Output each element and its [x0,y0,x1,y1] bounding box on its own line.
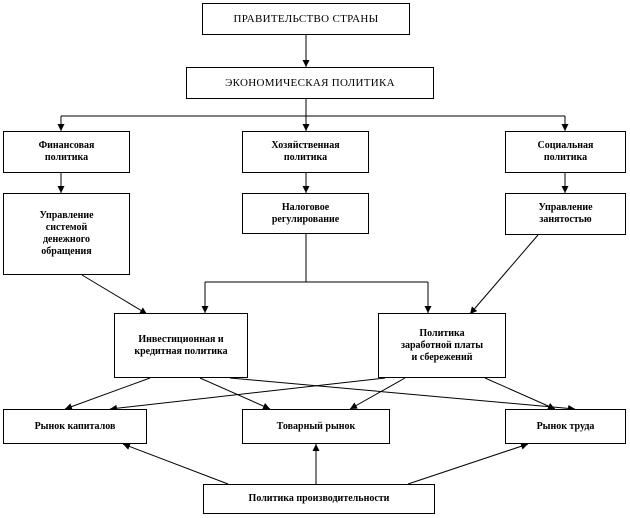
node-tax-regulation: Налоговое регулирование [242,193,369,234]
node-labor-market-label: Рынок труда [536,420,595,432]
node-economic-management-policy-label: Хозяйственная политика [271,140,340,163]
node-employment-management-label: Управление занятостью [538,202,593,225]
node-financial-policy-label: Финансовая политика [38,140,95,163]
node-employment-management: Управление занятостью [505,193,626,235]
edge-monetary-to-investment [81,274,148,315]
node-tax-regulation-label: Налоговое регулирование [271,201,340,225]
edge-productivity-to-labor-market [407,442,529,485]
node-labor-market: Рынок труда [505,409,626,444]
edge-wage-to-capital-market [109,377,386,412]
edge-productivity-to-capital-market [122,443,229,485]
node-productivity-policy-label: Политика производительности [248,493,390,504]
node-investment-credit-policy-label: Инвестиционная и кредитная политика [134,333,228,357]
edge-investment-to-goods-market [199,377,271,410]
edge-wage-to-labor-market [484,377,556,410]
node-financial-policy: Финансовая политика [3,131,130,173]
node-wage-savings-policy: Политика заработной платы и сбережений [378,313,506,378]
edge-investment-to-labor-market [229,377,576,412]
node-social-policy-label: Социальная политика [537,140,594,163]
node-investment-credit-policy: Инвестиционная и кредитная политика [114,313,248,378]
edge-investment-to-capital-market [64,377,151,410]
node-government-label: ПРАВИТЕЛЬСТВО СТРАНЫ [233,13,379,25]
node-government: ПРАВИТЕЛЬСТВО СТРАНЫ [202,3,410,35]
node-capital-market: Рынок капиталов [3,409,147,444]
node-capital-market-label: Рынок капиталов [34,420,116,432]
node-monetary-management: Управление системой денежного обращения [3,193,130,275]
node-monetary-management-label: Управление системой денежного обращения [39,210,94,257]
node-productivity-policy: Политика производительности [203,484,435,514]
node-economic-policy-label: ЭКОНОМИЧЕСКАЯ ПОЛИТИКА [225,77,395,89]
node-wage-savings-policy-label: Политика заработной платы и сбережений [400,327,484,363]
node-goods-market-label: Товарный рынок [276,420,356,432]
node-goods-market: Товарный рынок [242,409,390,444]
edge-employment-to-wage [469,234,539,315]
node-social-policy: Социальная политика [505,131,626,173]
node-economic-management-policy: Хозяйственная политика [242,131,369,173]
edge-wage-to-goods-market [349,377,406,410]
node-economic-policy: ЭКОНОМИЧЕСКАЯ ПОЛИТИКА [186,67,434,99]
